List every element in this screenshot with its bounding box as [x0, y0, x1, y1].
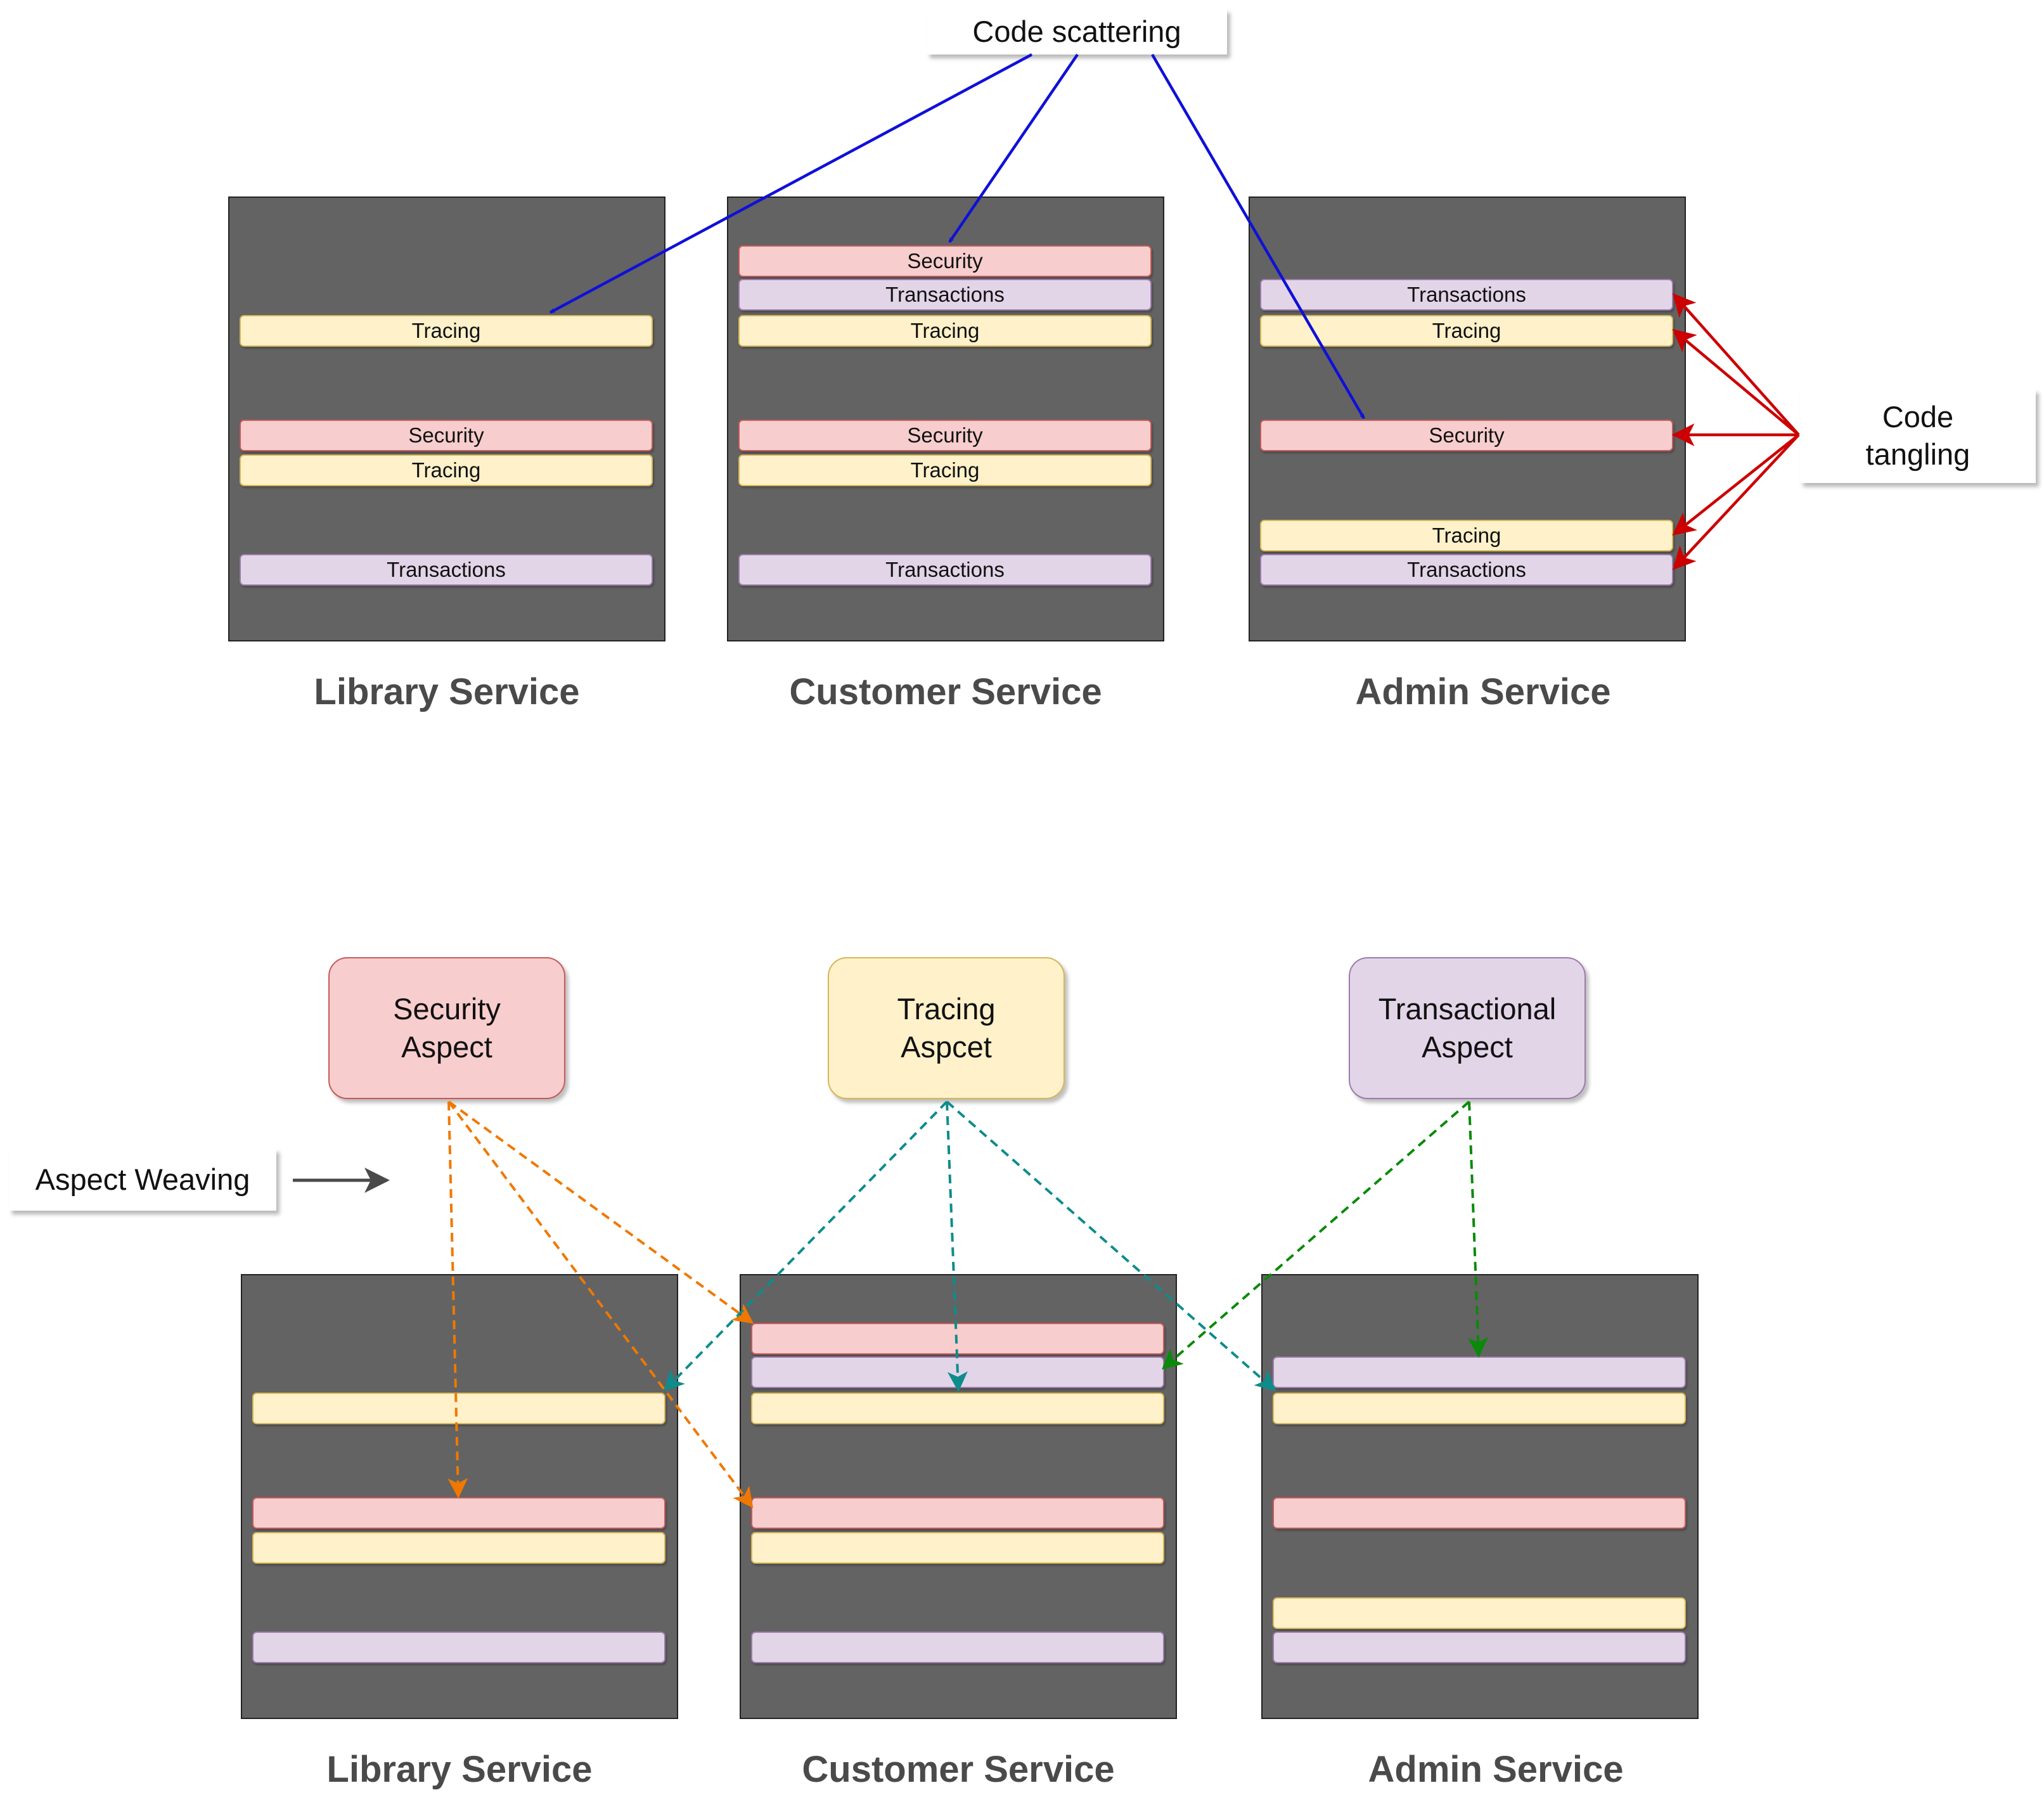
- tracing-module: [252, 1393, 665, 1424]
- security-module: [252, 1497, 665, 1529]
- transactions-module: [751, 1632, 1164, 1663]
- tracing-aspect-box: Tracing Aspcet: [828, 957, 1065, 1099]
- tangling-arrow-transactions-2: [1672, 434, 1800, 570]
- transactions-module: [1273, 1632, 1686, 1663]
- tracing-module: Tracing: [738, 454, 1152, 486]
- code-tangling-callout: Code tangling: [1800, 389, 2036, 483]
- customer-service-box-top: Security Transactions Tracing Security T…: [727, 196, 1164, 641]
- tracing-module: [751, 1532, 1164, 1564]
- security-module: Security: [240, 420, 653, 451]
- transactional-aspect-box: Transactional Aspect: [1349, 957, 1586, 1099]
- code-scattering-callout: Code scattering: [927, 9, 1227, 55]
- tracing-module: [1273, 1597, 1686, 1629]
- aspect-weaving-callout: Aspect Weaving: [9, 1149, 276, 1211]
- transactions-module: Transactions: [738, 279, 1152, 311]
- library-service-label-top: Library Service: [314, 671, 580, 712]
- tracing-module: [751, 1393, 1164, 1424]
- transactions-module: Transactions: [1260, 279, 1673, 311]
- tangling-arrow-transactions-1: [1673, 293, 1800, 436]
- security-module: [751, 1323, 1164, 1355]
- transactions-module: [751, 1356, 1164, 1388]
- admin-service-box-top: Transactions Tracing Security Tracing Tr…: [1249, 196, 1686, 641]
- security-module: Security: [738, 420, 1152, 451]
- transactions-module: Transactions: [240, 554, 653, 586]
- library-service-box-bottom: [241, 1274, 678, 1719]
- security-module: Security: [1260, 420, 1673, 451]
- tracing-module: Tracing: [1260, 315, 1673, 347]
- tracing-module: [1273, 1393, 1686, 1424]
- library-service-box-top: Tracing Security Tracing Transactions: [228, 196, 665, 641]
- transactions-module: Transactions: [1260, 554, 1673, 586]
- tracing-module: [252, 1532, 665, 1564]
- library-service-label-bottom: Library Service: [326, 1749, 593, 1790]
- tangling-arrow-tracing-1: [1672, 329, 1800, 436]
- tangling-arrow-tracing-2: [1672, 434, 1800, 536]
- security-module: [1273, 1497, 1686, 1529]
- transactions-module: [252, 1632, 665, 1663]
- admin-service-box-bottom: [1261, 1274, 1699, 1719]
- customer-service-label-top: Customer Service: [789, 671, 1102, 712]
- security-module: [751, 1497, 1164, 1529]
- tracing-module: Tracing: [1260, 520, 1673, 551]
- security-aspect-box: Security Aspect: [328, 957, 565, 1099]
- tracing-module: Tracing: [738, 315, 1152, 347]
- customer-service-box-bottom: [740, 1274, 1177, 1719]
- admin-service-label-bottom: Admin Service: [1368, 1749, 1624, 1790]
- tracing-module: Tracing: [240, 315, 653, 347]
- customer-service-label-bottom: Customer Service: [802, 1749, 1115, 1790]
- security-module: Security: [738, 245, 1152, 277]
- tracing-module: Tracing: [240, 454, 653, 486]
- admin-service-label-top: Admin Service: [1355, 671, 1611, 712]
- transactions-module: Transactions: [738, 554, 1152, 586]
- transactions-module: [1273, 1356, 1686, 1388]
